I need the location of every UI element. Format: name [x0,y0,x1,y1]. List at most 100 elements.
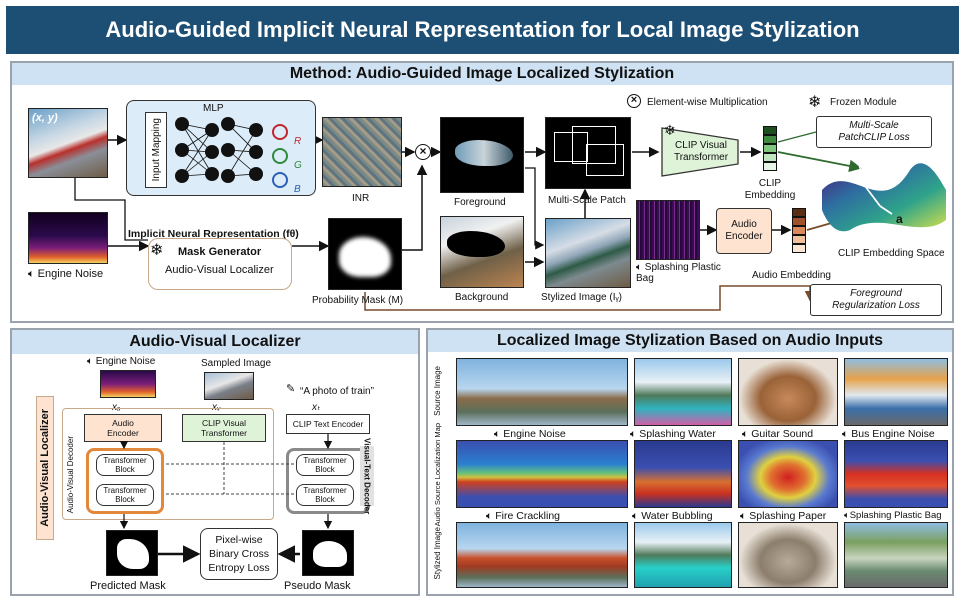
speaker-icon: 🔈︎ [842,428,849,440]
speaker-icon: 🔈︎ [740,510,747,522]
sound-7-text: Splashing Paper [749,510,827,522]
patchclip-loss-box: Multi-Scale PatchCLIP Loss [816,116,932,148]
frozen-snowflake-icon: ❄ [808,94,822,111]
heatmap-castle [456,440,628,508]
neural-net-icon [175,117,263,183]
bg-black-blob [447,231,505,257]
av-localizer-label: Audio-Visual Localizer [165,264,274,276]
avl-side-label-box: Audio-Visual Localizer [36,396,54,540]
sound-label-7: 🔈︎ Splashing Paper [740,510,826,523]
inr-caption: Implicit Neural Representation (fθ) [128,228,299,240]
clip-space-label: CLIP Embedding Space [838,248,945,259]
vt-transformer-block-2: Transformer Block [296,484,354,506]
foreground-label: Foreground [454,197,506,208]
speaker-icon: 🔈︎ [844,510,850,521]
inr-image [322,117,402,187]
row-label-stylized-text: Stylized Image [432,526,442,580]
audio-embedding-bar [792,208,806,256]
sound-label-2: 🔈︎ Splashing Water [630,428,716,441]
xt-label: xₜ [312,402,320,413]
avl-clip-text: CLIP Text Encoder [286,414,370,434]
vt-decoder-label-wrap: Visual-Text Decoder [360,438,374,514]
stylized-castle [456,522,628,588]
clip-visual-label: CLIP Visual Transformer [673,140,729,163]
speaker-icon: 🔈︎ [630,428,637,440]
sound-2-text: Splashing Water [639,428,716,440]
sound-label-1: 🔈︎ Engine Noise [494,428,566,441]
audio-emb-cell [792,217,806,226]
source-castle [456,358,628,426]
pseudo-mask-blob [313,541,347,567]
rgb-output-icon [272,124,288,188]
engine-noise-text: Engine Noise [37,268,104,280]
inr-label: INR [352,193,370,204]
results-title: Localized Image Stylization Based on Aud… [428,330,952,352]
av-transformer-block-2: Transformer Block [96,484,154,506]
clip-embedding-bar [763,126,777,174]
patchclip-loss-label: Multi-Scale PatchCLIP Loss [838,120,910,143]
fg-reg-loss-label: Foreground Regularization Loss [832,288,920,311]
coord-label: (x, y) [32,112,58,124]
audio-embedding-label: Audio Embedding [752,270,831,281]
row-label-localization: Audio Source Localization Map [430,423,444,526]
input-mapping-box: Input Mapping [145,112,167,188]
xv-label: xᵥ [212,402,221,413]
rgb-r: R [294,136,302,147]
pen-icon: ✎ [286,383,296,395]
vt-tb-1-label: Transformer Block [303,456,347,474]
avl-clip-visual-label: CLIP Visual Transformer [201,418,247,438]
multiply-icon: × [415,144,431,160]
speaker-icon: 🔈︎ [632,510,639,522]
background-label: Background [455,292,509,303]
vt-transformer-block-1: Transformer Block [296,454,354,476]
pseudo-mask-label: Pseudo Mask [284,580,351,592]
sound-8-text: Splashing Plastic Bag [849,510,942,521]
patch-square-1 [554,132,588,162]
clip-emb-cell [763,135,777,144]
avl-engine-noise-text: Engine Noise [95,356,156,367]
sound-label-3: 🔈︎ Guitar Sound [742,428,813,441]
multiscale-patch-image [545,117,631,189]
speaker-icon: 🔈︎ [87,356,93,367]
vector-a: a [896,212,903,226]
bce-loss-label: Pixel-wise Binary Cross Entropy Loss [208,534,270,574]
source-guitar [738,358,838,426]
audio-emb-cell [792,208,806,217]
avl-title: Audio-Visual Localizer [12,330,418,354]
clip-emb-cell [763,144,777,153]
stylized-lake [634,522,732,588]
speaker-icon: 🔈︎ [486,510,493,522]
row-label-source-text: Source Image [432,366,442,416]
mask-generator-label: Mask Generator [178,246,262,258]
avl-text-prompt: “A photo of train” [300,386,374,397]
speaker-icon: 🔈︎ [636,262,642,273]
engine-noise-label: 🔈︎ Engine Noise [28,268,103,281]
source-bus [844,358,948,426]
av-tb-2-label: Transformer Block [103,486,147,504]
source-train-image [28,108,108,178]
stylized-image [545,218,631,288]
sound-5-text: Fire Crackling [495,510,560,522]
av-transformer-stack [86,448,164,514]
audio-emb-cell [792,244,806,253]
speaker-icon: 🔈︎ [742,428,749,440]
heatmap-bus [844,440,948,508]
sound-label-4: 🔈︎ Bus Engine Noise [842,428,935,441]
audio-emb-cell [792,226,806,235]
clip-space-surface [822,163,946,232]
clip-snowflake-icon: ❄ [664,122,676,138]
rgb-b: B [294,184,301,195]
main-title: Audio-Guided Implicit Neural Representat… [6,6,959,54]
splashing-spectrogram [636,200,700,260]
speaker-icon: 🔈︎ [494,428,501,440]
vt-tb-2-label: Transformer Block [303,486,347,504]
clip-emb-cell [763,153,777,162]
stylized-bus [844,522,948,588]
avl-audio-encoder-label: Audio Encoder [107,418,139,438]
stylized-label: Stylized Image (Iᵧ) [541,292,623,303]
sound-4-text: Bus Engine Noise [851,428,935,440]
avl-clip-visual: CLIP Visual Transformer [182,414,266,442]
pred-mask-blob [117,539,149,569]
vector-v: v [858,160,865,174]
